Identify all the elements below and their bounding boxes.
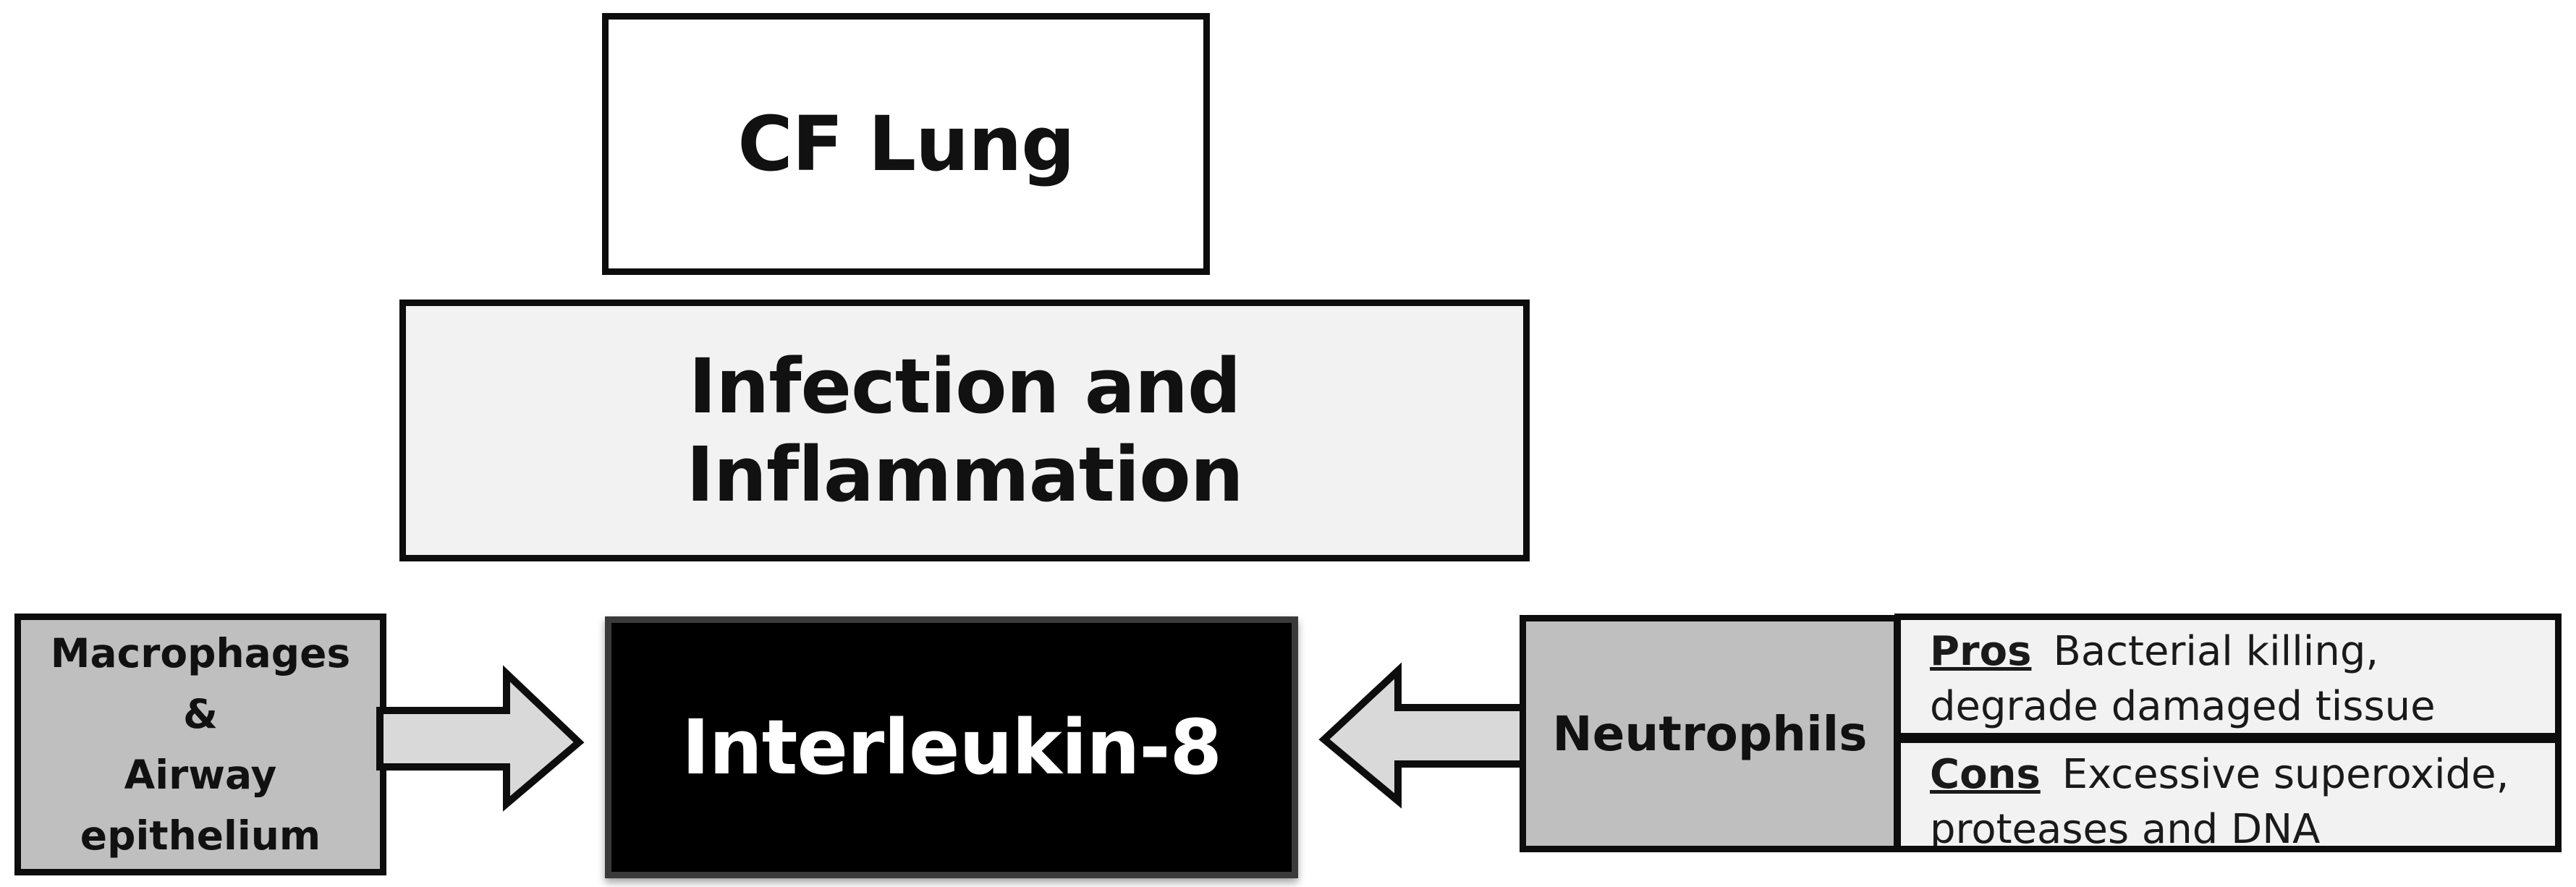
cons-tag: Cons xyxy=(1930,751,2041,798)
cf-lung-label: CF Lung xyxy=(737,100,1075,188)
cons-line-1: Cons Excessive superoxide, xyxy=(1930,747,2543,802)
left-box-line-1: Macrophages xyxy=(50,630,351,676)
cf-lung-box: CF Lung xyxy=(602,13,1210,275)
interleukin-8-box: Interleukin-8 xyxy=(605,616,1298,878)
pros-tag: Pros xyxy=(1930,628,2032,675)
left-arrow-icon xyxy=(1318,662,1529,809)
neutrophils-label: Neutrophils xyxy=(1552,705,1868,762)
pros-line-1: Pros Bacterial killing, xyxy=(1930,624,2543,679)
left-box-line-3: Airway xyxy=(124,752,277,798)
cons-text-line-2: proteases and DNA xyxy=(1930,806,2321,852)
pros-text-line-2: degrade damaged tissue xyxy=(1930,683,2436,730)
infection-inflammation-label: Infection and Inflammation xyxy=(686,342,1244,519)
infection-inflammation-box: Infection and Inflammation xyxy=(399,300,1530,561)
cons-text-line-1: Excessive superoxide, xyxy=(2062,751,2509,798)
pros-text-line-1: Bacterial killing, xyxy=(2053,628,2379,675)
macrophages-epithelium-box: Macrophages & Airway epithelium xyxy=(14,614,386,875)
neutrophils-box: Neutrophils xyxy=(1520,615,1900,852)
cons-box: Cons Excessive superoxide, proteases and … xyxy=(1894,737,2562,852)
macrophages-epithelium-text: Macrophages & Airway epithelium xyxy=(51,623,350,866)
interleukin-8-label: Interleukin-8 xyxy=(682,703,1222,791)
left-box-line-2: & xyxy=(183,691,218,737)
left-box-line-4: epithelium xyxy=(80,812,321,859)
pros-box: Pros Bacterial killing, degrade damaged t… xyxy=(1894,614,2562,739)
right-arrow-icon xyxy=(376,665,585,812)
